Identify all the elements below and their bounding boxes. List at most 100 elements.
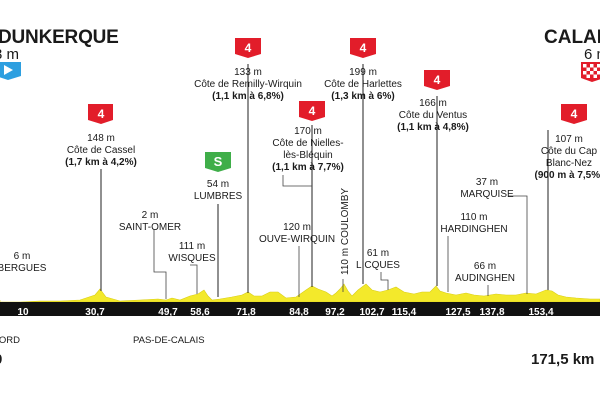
sprint-flag-icon: S [205,152,231,172]
climb-altitude: 166 m [419,98,447,109]
svg-text:S: S [214,154,223,169]
town-line-saint-omer [153,230,167,299]
town-label-saint-omer: 2 m SAINT-OMER [119,210,181,234]
climb-label-nielles: 170 m Côte de Nielles- lès-Bléquin (1,1 … [272,126,344,174]
town-name: HARDINGHEN [440,224,508,235]
town-line-licques [380,272,389,290]
km-marker: 30,7 [85,307,105,318]
start-altitude: 3 m [0,46,20,63]
kom-flag-icon: 4 [350,38,376,58]
town-name: WISQUES [168,253,216,264]
climb-name: lès-Bléquin [283,150,333,161]
climb-label-cassel: 148 m Côte de Cassel (1,7 km à 4,2%) [65,133,137,169]
km-marker: 102,7 [359,307,385,318]
climb-label-blanc-nez: 107 m Côte du Cap Blanc-Nez (900 m à 7,5… [535,134,600,182]
town-altitude: 66 m [473,261,497,272]
town-altitude: 6 m [13,251,31,262]
town-label-licques: 61 m LICQUES [356,248,400,272]
svg-text:4: 4 [98,107,105,121]
town-label-audinghen: 66 m AUDINGHEN [455,261,515,285]
climb-altitude: 148 m [87,133,115,144]
km-marker: 58,6 [190,307,210,318]
climb-detail: (1,7 km à 4,2%) [65,157,137,168]
km-marker: 123,6 [423,320,449,331]
town-name: LICQUES [356,260,400,271]
town-label-ouve-wirquin: 120 m OUVE-WIRQUIN [259,222,335,246]
town-line-nielles [282,175,312,187]
climb-name: Blanc-Nez [545,158,593,169]
climb-detail: (1,1 km à 7,7%) [272,162,344,173]
finish-altitude: 6 m [584,46,600,63]
town-label-marquise: 37 m MARQUISE [460,177,513,201]
town-line-wisques [190,264,198,294]
climb-detail: (1,1 km à 4,8%) [397,122,469,133]
climb-name: Côte de Nielles- [272,138,344,149]
finish-city: CALAIS [544,27,600,48]
svg-text:4: 4 [434,73,441,87]
climb-detail: (1,3 km à 6%) [331,91,395,102]
town-altitude: 110 m [340,247,351,275]
climb-label-harlettes: 199 m Côte de Harlettes (1,3 km à 6%) [324,67,402,103]
town-label-coulomby: 110 m COULOMBY [340,188,351,275]
sprint-label-lumbres: 54 m LUMBRES [194,179,242,203]
km-marker: 160,7 [556,320,582,331]
svg-text:4: 4 [360,41,367,55]
climb-altitude: 133 m [234,67,262,78]
town-altitude: 61 m [366,248,390,259]
climb-altitude: 199 m [349,67,377,78]
kom-flag-icon: 4 [88,104,113,124]
town-name: MARQUISE [460,189,514,200]
town-altitude: 120 m [283,222,311,233]
region-pas-de-calais: PAS-DE-CALAIS [133,335,205,346]
km-marker: 97,2 [325,307,345,318]
town-name: COULOMBY [340,187,351,246]
town-line-marquise [508,195,528,294]
km-marker: 153,4 [528,307,554,318]
kom-flag-icon: 4 [561,104,587,124]
finish-flag-icon [581,62,600,82]
svg-text:4: 4 [245,41,252,55]
town-label-wisques: 111 m WISQUES [168,241,215,265]
climb-detail: (900 m à 7,5%) [534,170,600,181]
km-marker: 137,8 [479,307,505,318]
climb-label-ventus: 166 m Côte du Ventus (1,1 km à 4,8%) [397,98,469,134]
sprint-name: LUMBRES [193,191,243,202]
km-marker: 127,5 [445,307,471,318]
svg-text:4: 4 [571,107,578,121]
region-nord: NORD [0,335,20,346]
distance-band [0,302,600,316]
climb-altitude: 170 m [294,126,322,137]
town-altitude: 2 m [141,210,159,221]
km-marker: 10 [17,307,29,318]
climb-name: Côte du Cap [540,146,598,157]
start-distance: 0 [0,351,2,368]
start-flag-icon [0,62,21,80]
town-name: BERGUES [0,263,47,274]
svg-text:4: 4 [309,104,316,118]
start-city: DUNKERQUE [0,27,119,48]
climb-altitude: 107 m [555,134,583,145]
total-distance: 171,5 km [531,351,595,368]
climb-name: Côte de Harlettes [324,79,402,90]
kom-flag-icon: 4 [299,101,325,121]
km-marker: 71,8 [236,307,256,318]
town-altitude: 110 m [460,212,488,223]
km-marker: 100,3 [339,320,365,331]
sprint-altitude: 54 m [206,179,230,190]
km-marker: 115,4 [391,307,417,318]
climb-name: Côte de Cassel [66,145,136,156]
climb-name: Côte de Remilly-Wirquin [194,79,302,90]
town-name: OUVE-WIRQUIN [258,234,336,245]
km-marker: 63,2 [203,320,223,331]
km-marker: 84,8 [289,307,309,318]
elevation-profile [0,283,600,303]
km-marker: 49,7 [158,307,178,318]
town-name: AUDINGHEN [454,273,516,284]
town-label-hardinghen: 110 m HARDINGHEN [440,212,507,236]
town-name: SAINT-OMER [118,222,182,233]
town-label-bergues: 6 m BERGUES [0,251,46,275]
climb-label-remilly: 133 m Côte de Remilly-Wirquin (1,1 km à … [194,67,302,103]
climb-detail: (1,1 km à 6,8%) [212,91,284,102]
